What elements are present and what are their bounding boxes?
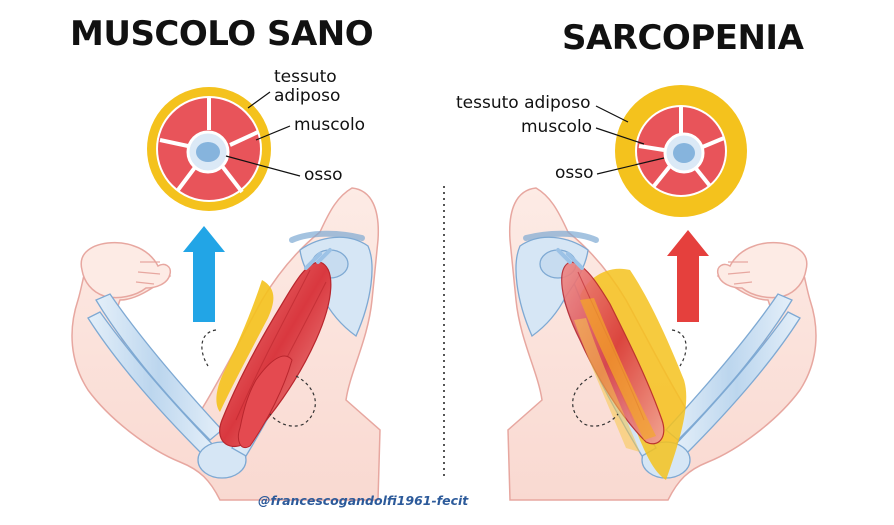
left-fist	[80, 241, 172, 299]
right-panel	[507, 85, 817, 501]
right-label-bone: osso	[555, 163, 594, 183]
left-muscle-contour	[201, 329, 316, 427]
left-label-muscle: muscolo	[294, 115, 366, 135]
left-cross-section	[147, 87, 301, 211]
left-label-fat-line2: adiposo	[274, 86, 341, 106]
right-cross-section	[595, 85, 747, 217]
right-panel-title: SARCOPENIA	[562, 18, 804, 58]
right-label-muscle: muscolo	[521, 117, 593, 137]
right-label-fat: tessuto adiposo	[456, 93, 591, 113]
left-elbow-bone	[197, 441, 247, 479]
author-credit: @francescogandolfi1961-fecit	[258, 493, 469, 508]
left-arm-fat-layer	[216, 280, 274, 412]
left-panel-title: MUSCOLO SANO	[70, 14, 374, 54]
right-fist	[716, 241, 808, 299]
left-brachialis	[237, 355, 293, 448]
right-fat-infiltration	[580, 298, 656, 440]
arrow-up-icon	[667, 230, 709, 322]
right-muscle-contour	[572, 329, 687, 427]
arrow-up-icon	[183, 226, 225, 322]
left-label-fat-line1: tessuto	[274, 67, 337, 87]
left-panel	[71, 87, 381, 501]
left-label-bone: osso	[304, 165, 343, 185]
